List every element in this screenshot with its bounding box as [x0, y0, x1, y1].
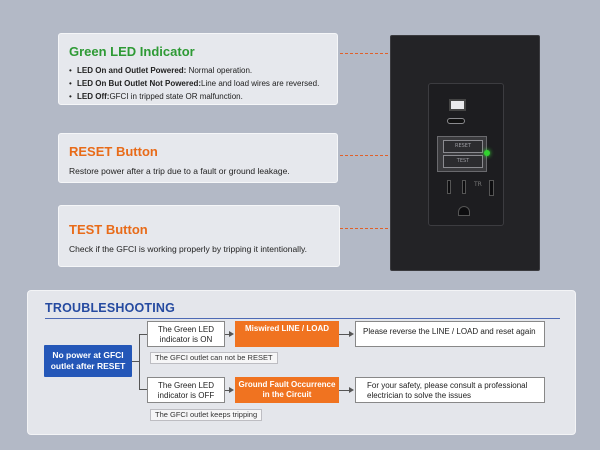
bullet-led-off: LED Off:GFCI in tripped state OR malfunc… [69, 90, 327, 103]
cause-ground-fault: Ground Fault Occurrence in the Circuit [235, 377, 339, 403]
arrow-off-action [349, 387, 354, 393]
green-led-bullets: LED On and Outlet Powered: Normal operat… [69, 64, 327, 103]
connector-to-on [139, 334, 147, 335]
connector-trunk [139, 334, 140, 389]
test-title: TEST Button [69, 222, 148, 237]
action-consult-electrician: For your safety, please consult a profes… [355, 377, 545, 403]
condition-led-off: The Green LED indicator is OFF [147, 377, 225, 403]
green-led-title: Green LED Indicator [69, 44, 195, 59]
outlet-slot-far-right [489, 180, 494, 196]
note-cannot-reset: The GFCI outlet can not be RESET [150, 352, 278, 364]
start-box: No power at GFCI outlet after RESET [44, 345, 132, 377]
reset-description: Restore power after a trip due to a faul… [69, 166, 290, 176]
outlet-reset-button: RESET [443, 140, 483, 153]
leader-test-horizontal [340, 228, 433, 229]
outlet-slot-right [462, 180, 466, 194]
cause-miswired: Miswired LINE / LOAD [235, 321, 339, 347]
usb-a-port [449, 99, 466, 111]
outlet-slot-left [447, 180, 451, 194]
bullet-led-on-not-powered: LED On But Outlet Not Powered:Line and l… [69, 77, 327, 90]
arrow-off-cause [229, 387, 234, 393]
reset-card: RESET Button Restore power after a trip … [58, 133, 338, 183]
connector-start [132, 361, 139, 362]
connector-on-action [339, 334, 349, 335]
troubleshooting-divider [45, 318, 560, 319]
green-led-card: Green LED Indicator LED On and Outlet Po… [58, 33, 338, 105]
arrow-on-action [349, 331, 354, 337]
action-reverse-wires: Please reverse the LINE / LOAD and reset… [355, 321, 545, 347]
connector-to-off [139, 389, 147, 390]
test-description: Check if the GFCI is working properly by… [69, 244, 307, 254]
green-led-light [484, 150, 490, 156]
ground-slot [458, 206, 470, 216]
test-card: TEST Button Check if the GFCI is working… [58, 205, 340, 267]
usb-c-port [447, 118, 465, 124]
tr-mark: TR [474, 181, 482, 188]
reset-title: RESET Button [69, 144, 158, 159]
outlet-test-button: TEST [443, 155, 483, 168]
arrow-on-cause [229, 331, 234, 337]
note-keeps-tripping: The GFCI outlet keeps tripping [150, 409, 263, 421]
condition-led-on: The Green LED indicator is ON [147, 321, 225, 347]
connector-off-cause [225, 390, 230, 391]
bullet-led-on-powered: LED On and Outlet Powered: Normal operat… [69, 64, 327, 77]
connector-on-cause [225, 334, 230, 335]
connector-off-action [339, 390, 349, 391]
troubleshooting-title: TROUBLESHOOTING [45, 301, 176, 315]
